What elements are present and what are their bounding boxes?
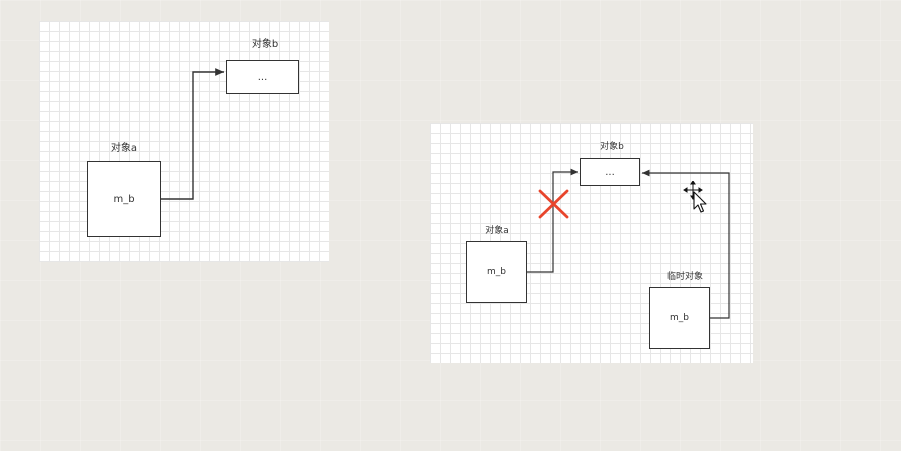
move-cursor-icon <box>683 181 707 213</box>
right-object-a-title: 对象a <box>485 226 509 236</box>
right-object-a-box[interactable]: m_b <box>466 241 527 303</box>
object-b-content: ... <box>257 71 268 83</box>
temp-reference-arrow <box>642 169 730 319</box>
right-object-b-box[interactable]: ... <box>580 158 640 186</box>
object-a-field: m_b <box>113 193 135 205</box>
temp-object-title: 临时对象 <box>666 272 704 282</box>
left-reference-arrow <box>161 68 224 200</box>
object-a-box[interactable]: m_b <box>87 161 161 237</box>
temp-object-box[interactable]: m_b <box>649 287 710 349</box>
broken-link-x-icon <box>538 189 569 219</box>
object-b-title: 对象b <box>251 39 279 50</box>
temp-object-field: m_b <box>670 313 689 323</box>
right-object-a-field: m_b <box>487 267 506 277</box>
object-b-box[interactable]: ... <box>226 60 299 94</box>
right-object-b-content: ... <box>605 166 615 178</box>
object-a-title: 对象a <box>110 143 138 154</box>
right-object-b-title: 对象b <box>600 142 624 152</box>
broken-reference-arrow <box>527 168 578 273</box>
